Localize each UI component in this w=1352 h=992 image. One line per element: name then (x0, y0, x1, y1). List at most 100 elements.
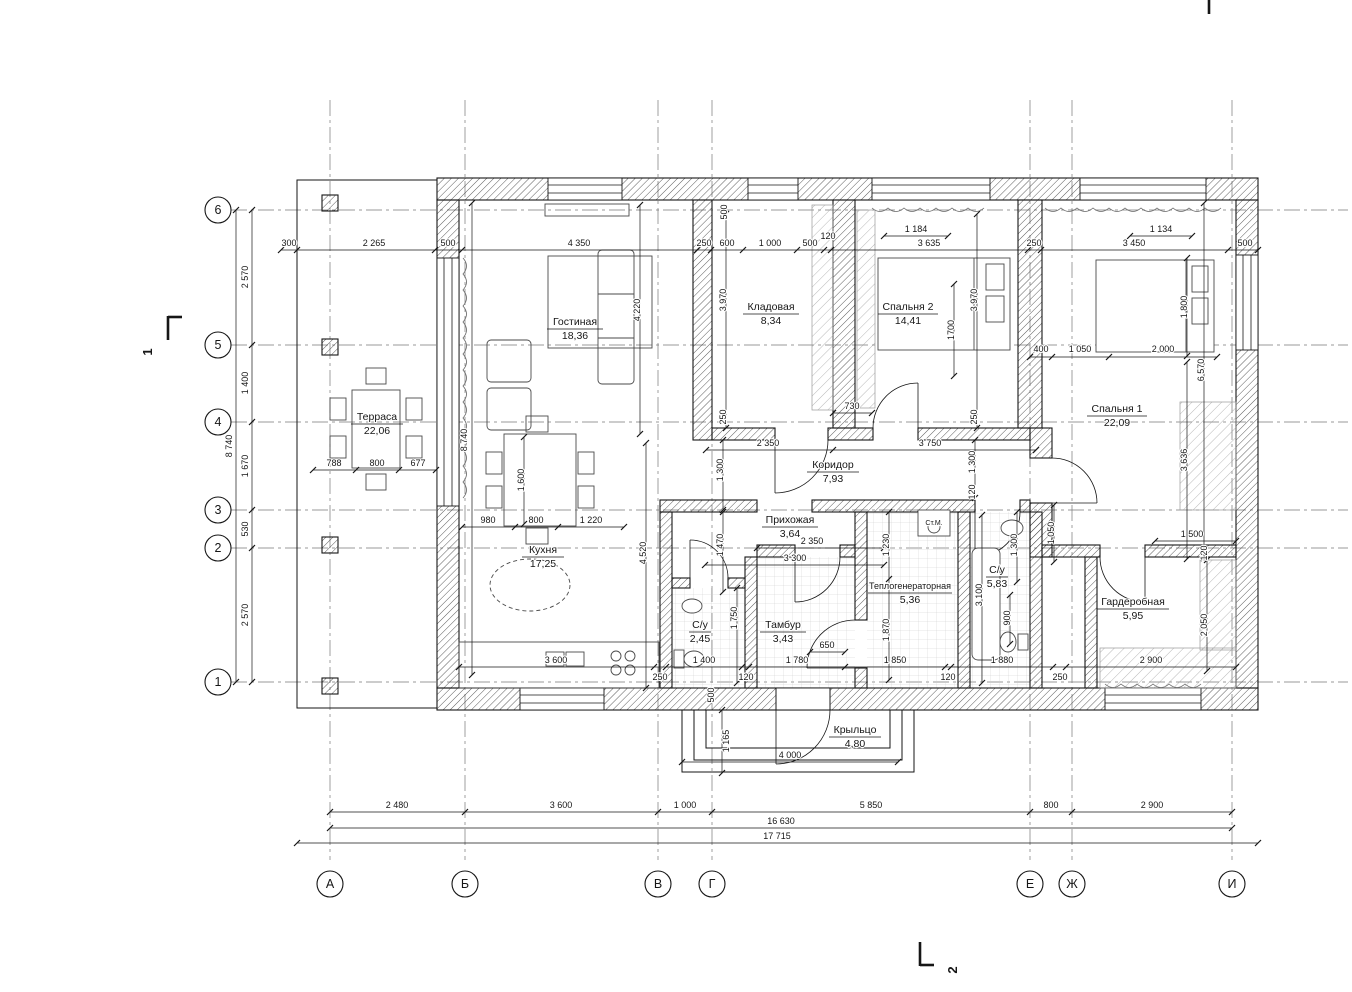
porch-steps (681, 709, 915, 773)
dim-label: 250 (696, 238, 711, 248)
room-labels: Терраса 22,06 Гостиная 18,36 Кухня 17,25… (351, 300, 1169, 751)
room-name: Терраса (357, 411, 397, 423)
dim-label: 1 880 (991, 655, 1014, 665)
dim-label: 3 750 (919, 438, 942, 448)
axis-bubbles: 6 5 4 3 2 1 А Б В Г Е Ж И (204, 196, 1246, 898)
dim-label: 788 (326, 458, 341, 468)
room-area: 22,09 (1104, 417, 1130, 429)
dim-label: 2 900 (1140, 655, 1163, 665)
dim-label: 500 (802, 238, 817, 248)
dim-label: 600 (719, 238, 734, 248)
dim-label: 1700 (946, 320, 956, 340)
axis-label: 1 (215, 675, 222, 689)
dim-label: 1 670 (240, 455, 250, 478)
dim-label: 400 (1033, 344, 1048, 354)
room-name: Теплогенераторная (869, 581, 951, 591)
room-name: С/у (692, 619, 709, 631)
dim-label: 1 000 (759, 238, 782, 248)
room-name: Спальня 2 (883, 301, 934, 313)
dim-label: 1 230 (881, 534, 891, 557)
dim-label: 120 (967, 484, 977, 499)
room-area: 5,36 (900, 594, 921, 606)
room-area: 2,45 (690, 633, 711, 645)
axis-label: Г (709, 877, 716, 891)
room-name: Крыльцо (834, 724, 877, 736)
dim-label: 800 (528, 515, 543, 525)
dim-label: 1 184 (905, 224, 928, 234)
axis-label: 5 (215, 338, 222, 352)
axis-label: Ж (1066, 877, 1078, 891)
dim-label: 900 (1002, 610, 1012, 625)
washing-machine-label: Ст.М. (925, 520, 942, 527)
dim-label: 4 000 (779, 750, 802, 760)
dim-label: 1 470 (715, 534, 725, 557)
dim-label: 250 (969, 409, 979, 424)
dim-label: 1 050 (1069, 344, 1092, 354)
dim-label: 730 (844, 401, 859, 411)
room-area: 3,64 (780, 528, 801, 540)
dim-label: 1 500 (1181, 529, 1204, 539)
dim-label: 1 134 (1150, 224, 1173, 234)
dim-label: 1 750 (729, 607, 739, 630)
room-name: Гостиная (553, 316, 597, 328)
dim-label: 8 740 (459, 429, 469, 452)
dim-label: 3 600 (550, 800, 573, 810)
dim-label: 2 265 (363, 238, 386, 248)
dim-label: 1 780 (786, 655, 809, 665)
dim-label: 120 (1199, 545, 1209, 560)
dim-label: 1 300 (967, 451, 977, 474)
dimension-labels: 300 2 265 500 4 350 250 600 1 000 500 12… (223, 203, 1254, 842)
axis-label: В (654, 877, 662, 891)
axis-label: Е (1026, 877, 1034, 891)
dim-label: 2 570 (240, 604, 250, 627)
dim-label: 2 350 (801, 536, 824, 546)
dim-label: 250 (1052, 672, 1067, 682)
dim-label: 2 900 (1141, 800, 1164, 810)
room-area: 7,93 (823, 473, 844, 485)
dim-label: 1 165 (721, 730, 731, 753)
room-name: Тамбур (765, 619, 801, 631)
dim-label: 3 635 (918, 238, 941, 248)
dim-label: 120 (738, 672, 753, 682)
storage-shelving (811, 204, 834, 411)
room-area: 5,95 (1123, 610, 1144, 622)
dim-label: 3 970 (718, 289, 728, 312)
room-area: 4,80 (845, 738, 866, 750)
dim-label: 3 450 (1123, 238, 1146, 248)
dim-label: 1 400 (693, 655, 716, 665)
terrace-dining-set (329, 367, 423, 491)
dim-label: 16 630 (767, 816, 795, 826)
dim-label: 980 (480, 515, 495, 525)
dim-label: 650 (819, 640, 834, 650)
bedroom1-furniture (1095, 259, 1237, 511)
dim-label: 5 850 (860, 800, 883, 810)
dim-label: 4 520 (638, 542, 648, 565)
dim-label: 300 (281, 238, 296, 248)
dim-label: 4 350 (568, 238, 591, 248)
dim-label: 3 970 (969, 289, 979, 312)
dim-label: 250 (718, 409, 728, 424)
wardrobe-shelving (1099, 559, 1237, 689)
dim-label: 1 000 (674, 800, 697, 810)
dim-label: 1 300 (715, 459, 725, 482)
room-name: Гардеробная (1101, 596, 1165, 608)
bedroom2-furniture (856, 209, 1011, 409)
room-name: Кладовая (747, 301, 794, 313)
dim-label: 1 870 (881, 619, 891, 642)
section-mark-1: 1 (139, 315, 182, 357)
dim-label: 3 600 (545, 655, 568, 665)
dim-label: 530 (240, 521, 250, 536)
room-name: Прихожая (766, 514, 815, 526)
dim-label: 6 570 (1196, 359, 1206, 382)
dim-label: 120 (820, 231, 835, 241)
wc-fixtures (673, 598, 705, 669)
axis-label: 2 (215, 541, 222, 555)
dim-label: 1 300 (1009, 534, 1019, 557)
axis-label: 3 (215, 503, 222, 517)
dim-label: 250 (652, 672, 667, 682)
room-area: 17,25 (530, 558, 556, 570)
dim-label: 1 400 (240, 372, 250, 395)
kitchen-furniture (458, 415, 660, 689)
dim-label: 2 350 (757, 438, 780, 448)
